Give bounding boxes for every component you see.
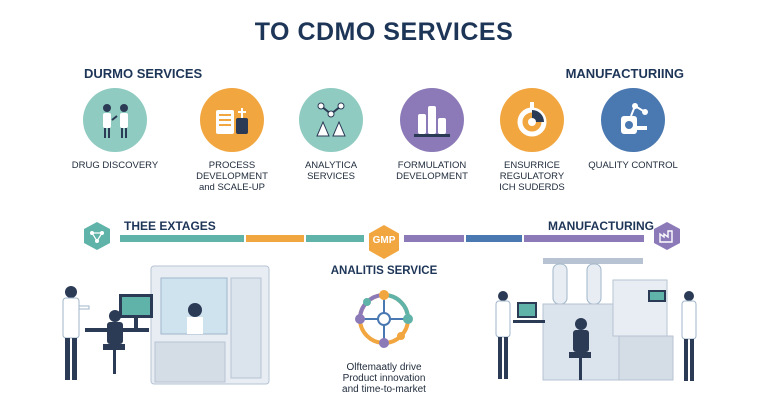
service-quality-control: QUALITY CONTROL [575,88,691,171]
service-drug-discovery: DRUG DISCOVERY [57,88,173,171]
gmp-badge-label: GMP [372,235,396,246]
process-equipment-icon [200,88,264,152]
analytics-title: ANALITIS SERVICE [330,265,438,277]
service-process-development: PROCESS DEVELOPMENT and SCALE-UP [174,88,290,193]
service-label: ANALYTICA SERVICES [304,160,358,182]
stage-bar-segment [120,235,244,242]
stage-bar-segment [246,235,304,242]
hub-network-icon [355,290,413,348]
network-hexagon-icon [84,222,110,250]
right-section-heading: MANUFACTURIING [565,66,684,81]
service-label: PROCESS DEVELOPMENT and SCALE-UP [196,160,268,193]
analytics-tagline: Olftemaatly drive Product innovation and… [342,362,426,395]
stages-right-label: MANUFACTURING [548,219,654,233]
lab-scene-illustration [62,265,270,385]
service-formulation: FORMULATION DEVELOPMENT [374,88,490,182]
service-label: DRUG DISCOVERY [71,160,159,171]
service-label: QUALITY CONTROL [588,160,678,171]
gmp-badge [369,225,399,259]
manufacturing-scene-illustration [495,258,697,381]
stages-left-label: THEE EXTAGES [124,219,216,233]
service-analytical: ANALYTICA SERVICES [273,88,389,182]
stage-bar-segment [466,235,522,242]
scientists-icon [83,88,147,152]
regulatory-gear-icon [500,88,564,152]
service-regulatory: ENSURRICE REGULATORY ICH SUDERDS [474,88,590,193]
molecule-flask-icon [299,88,363,152]
page-title: TO CDMO SERVICES [254,18,514,46]
service-label: FORMULATION DEVELOPMENT [396,160,468,182]
stage-bar-segment [306,235,364,242]
stage-bar-segment [404,235,464,242]
factory-hexagon-icon [654,222,680,250]
left-section-heading: DURMO SERVICES [84,66,203,81]
quality-control-icon [601,88,665,152]
stage-bar-segment [524,235,644,242]
formulation-bottles-icon [400,88,464,152]
service-label: ENSURRICE REGULATORY ICH SUDERDS [499,160,565,193]
